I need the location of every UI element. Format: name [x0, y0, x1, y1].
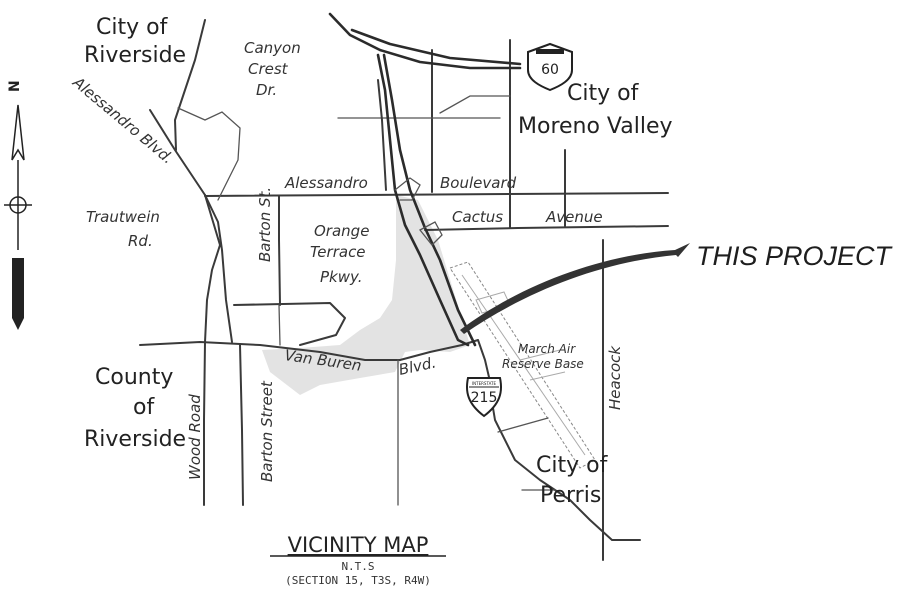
barton-street-lower-label: Barton Street	[258, 380, 276, 482]
march-air-reserve-base-runway	[449, 261, 596, 469]
perris-label-line2: Perris	[540, 483, 601, 508]
project-pointer-arrow	[460, 243, 690, 334]
moreno-valley-label-line2: Moreno Valley	[518, 114, 673, 139]
orange-terrace-label-2: Terrace	[310, 243, 366, 261]
orange-terrace-label-3: Pkwy.	[320, 268, 362, 286]
boulevard-label: Boulevard	[440, 174, 517, 192]
i-215-shield-number: 215	[471, 390, 498, 406]
county-label-line1: County	[95, 365, 173, 390]
sr-60-shield-number: 60	[541, 62, 559, 78]
this-project-label: THIS PROJECT	[696, 241, 894, 271]
i-215-shield-top: INTERSTATE	[472, 381, 496, 386]
canyon-crest-label-1: Canyon	[244, 39, 301, 57]
county-label-line2: of	[133, 395, 155, 420]
project-shaded-area	[262, 195, 470, 395]
blvd-label: Blvd.	[397, 353, 438, 378]
trautwein-label-1: Trautwein	[86, 208, 160, 226]
march-air-label-2: Reserve Base	[502, 357, 584, 371]
wood-road-label: Wood Road	[186, 394, 204, 480]
north-arrow-icon: N	[4, 80, 32, 330]
sr-60-shield-top: CALIFORNIA	[538, 49, 562, 54]
trautwein-label-2: Rd.	[128, 232, 153, 250]
march-air-label-1: March Air	[518, 342, 576, 356]
i-215-shield: INTERSTATE 215	[465, 377, 503, 418]
heacock-label: Heacock	[606, 345, 624, 410]
riverside-city-label-line1: City of	[96, 15, 169, 40]
scale-note: N.T.S	[341, 560, 374, 573]
barton-st-upper-label: Barton St.	[256, 187, 274, 262]
road-network	[139, 19, 669, 561]
cactus-label: Cactus	[452, 208, 503, 226]
moreno-valley-label-line1: City of	[567, 81, 640, 106]
alessandro-blvd-diagonal-label: Alessandro Blvd.	[69, 73, 177, 168]
freeway-network	[328, 12, 522, 347]
orange-terrace-label-1: Orange	[314, 222, 369, 240]
canyon-crest-label-2: Crest	[248, 60, 289, 78]
alessandro-label: Alessandro	[284, 174, 368, 192]
north-letter: N	[7, 80, 23, 92]
section-note: (SECTION 15, T3S, R4W)	[285, 574, 431, 587]
canyon-crest-label-3: Dr.	[256, 81, 277, 99]
riverside-city-label-line2: Riverside	[84, 43, 186, 68]
sr-60-shield: CALIFORNIA 60	[527, 42, 573, 92]
county-label-line3: Riverside	[84, 427, 186, 452]
avenue-label: Avenue	[545, 208, 603, 226]
perris-label-line1: City of	[536, 453, 609, 478]
vicinity-map-title: VICINITY MAP	[288, 533, 429, 557]
